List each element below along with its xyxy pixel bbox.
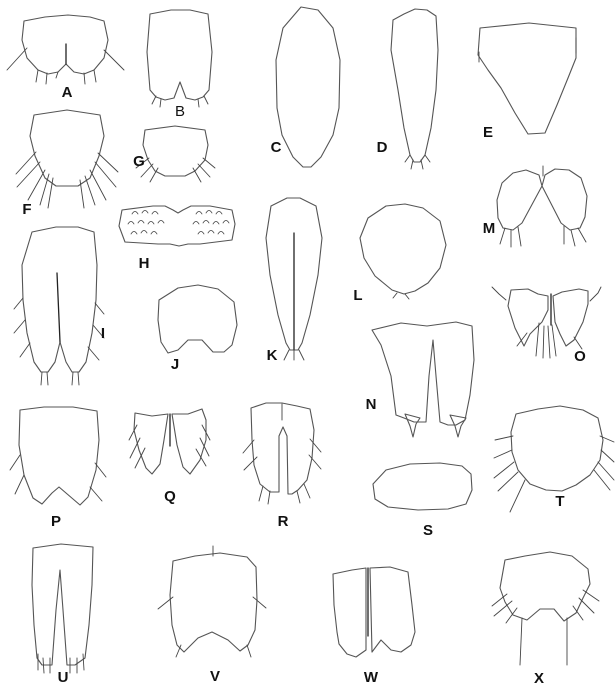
panel-r: R — [243, 403, 321, 530]
panel-v: V — [158, 546, 266, 685]
panel-t-label: T — [555, 493, 564, 510]
panel-q-label: Q — [164, 488, 176, 505]
panel-k-label: K — [267, 347, 278, 364]
panel-l-label: L — [353, 287, 362, 304]
panel-r-label: R — [278, 513, 289, 530]
panel-d-label: D — [377, 139, 388, 156]
panel-g-label: G — [133, 153, 145, 170]
panel-n: N — [366, 322, 474, 437]
panel-j: J — [158, 285, 237, 373]
panel-f: F — [16, 110, 118, 218]
panel-i-label: I — [101, 325, 105, 342]
panel-d: D — [377, 9, 438, 169]
panel-j-label: J — [171, 356, 179, 373]
panel-a-label: A — [62, 84, 73, 101]
panel-w: W — [333, 567, 415, 686]
panel-t: T — [494, 406, 614, 512]
panel-g: G — [133, 126, 215, 182]
panel-c-label: C — [271, 139, 282, 156]
panel-f-label: F — [22, 201, 31, 218]
panel-a: A — [7, 15, 124, 101]
panel-v-label: V — [210, 668, 220, 685]
panel-e-label: E — [483, 124, 493, 141]
panel-u: U — [32, 544, 93, 686]
panel-l: L — [353, 204, 446, 304]
panel-b: B — [147, 10, 212, 120]
panel-m-label: M — [483, 220, 496, 237]
panel-h-label: H — [139, 255, 150, 272]
panel-p-label: P — [51, 513, 61, 530]
panel-b-label: B — [175, 103, 185, 120]
panel-q: Q — [129, 409, 210, 505]
panel-u-label: U — [58, 669, 69, 686]
panel-i: I — [14, 227, 105, 385]
panel-o: O — [492, 287, 601, 365]
panel-s: S — [373, 463, 472, 539]
panel-e: E — [478, 23, 576, 141]
panel-p: P — [10, 407, 106, 530]
panel-k: K — [266, 198, 322, 364]
panel-x-label: X — [534, 670, 544, 687]
panel-n-label: N — [366, 396, 377, 413]
panel-x: X — [492, 552, 599, 687]
panel-h: H — [119, 206, 235, 272]
panel-w-label: W — [364, 669, 379, 686]
panel-s-label: S — [423, 522, 433, 539]
panel-o-label: O — [574, 348, 586, 365]
panel-c: C — [271, 7, 340, 167]
panel-m: M — [483, 166, 587, 247]
